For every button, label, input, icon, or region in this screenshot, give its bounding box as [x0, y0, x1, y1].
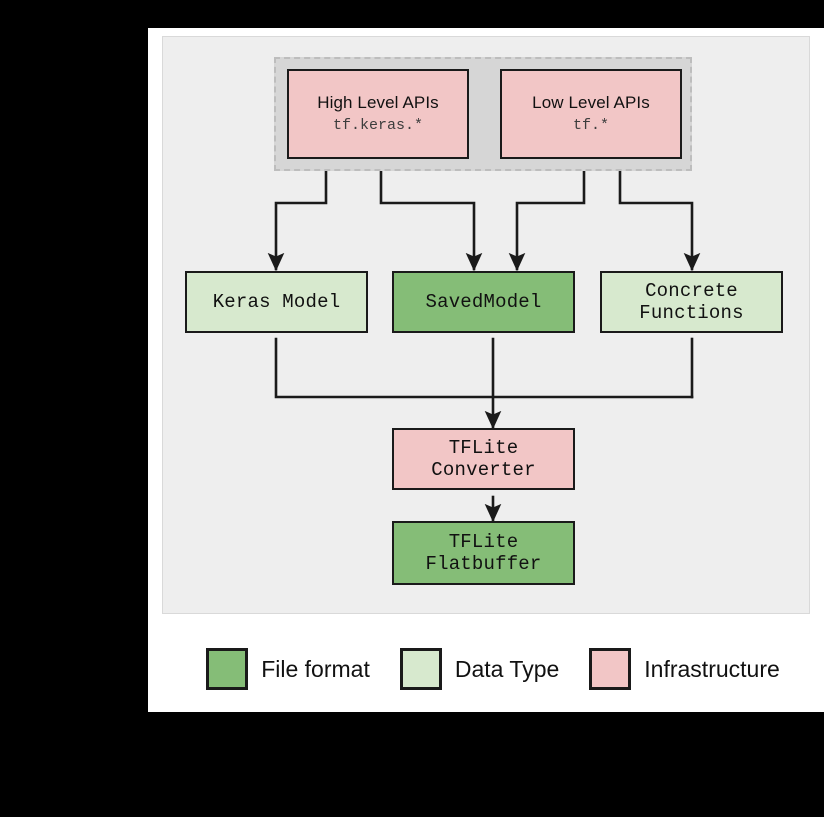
connector-lines [267, 157, 701, 523]
node-tflite-flatbuffer-line2: Flatbuffer [425, 553, 542, 575]
legend: File format Data Type Infrastructure [148, 626, 824, 712]
node-savedmodel[interactable]: SavedModel [392, 271, 575, 333]
node-keras-model-label: Keras Model [212, 290, 341, 313]
figure-card: High Level APIs tf.keras.* Low Level API… [148, 28, 824, 712]
legend-swatch-data-type [399, 648, 442, 690]
legend-swatch-infrastructure [589, 648, 632, 690]
node-keras-model[interactable]: Keras Model [185, 271, 368, 333]
node-low-level-apis-title: Low Level APIs [532, 93, 650, 113]
node-tflite-flatbuffer-line1: TFLite [448, 530, 519, 553]
node-tflite-converter-line1: TFLite [448, 436, 519, 459]
legend-label-infrastructure: Infrastructure [644, 655, 780, 682]
node-high-level-apis[interactable]: High Level APIs tf.keras.* [287, 69, 469, 159]
legend-item-data-type: Data Type [399, 648, 560, 690]
node-high-level-apis-subtitle: tf.keras.* [332, 117, 423, 135]
legend-label-data-type: Data Type [454, 655, 560, 682]
node-low-level-apis-subtitle: tf.* [572, 117, 609, 135]
node-concrete-functions-line1: Concrete [645, 279, 738, 302]
node-savedmodel-label: SavedModel [425, 290, 542, 313]
diagram-panel: High Level APIs tf.keras.* Low Level API… [162, 36, 810, 614]
node-high-level-apis-title: High Level APIs [317, 93, 439, 113]
legend-item-infrastructure: Infrastructure [589, 648, 780, 690]
node-low-level-apis[interactable]: Low Level APIs tf.* [500, 69, 682, 159]
node-tflite-converter[interactable]: TFLite Converter [392, 428, 575, 490]
legend-item-file-format: File format [206, 648, 370, 690]
legend-label-file-format: File format [261, 655, 370, 682]
legend-swatch-file-format [206, 648, 249, 690]
node-tflite-converter-line2: Converter [431, 459, 536, 481]
node-tflite-flatbuffer[interactable]: TFLite Flatbuffer [392, 521, 575, 585]
node-concrete-functions[interactable]: Concrete Functions [600, 271, 783, 333]
node-concrete-functions-line2: Functions [639, 302, 744, 324]
